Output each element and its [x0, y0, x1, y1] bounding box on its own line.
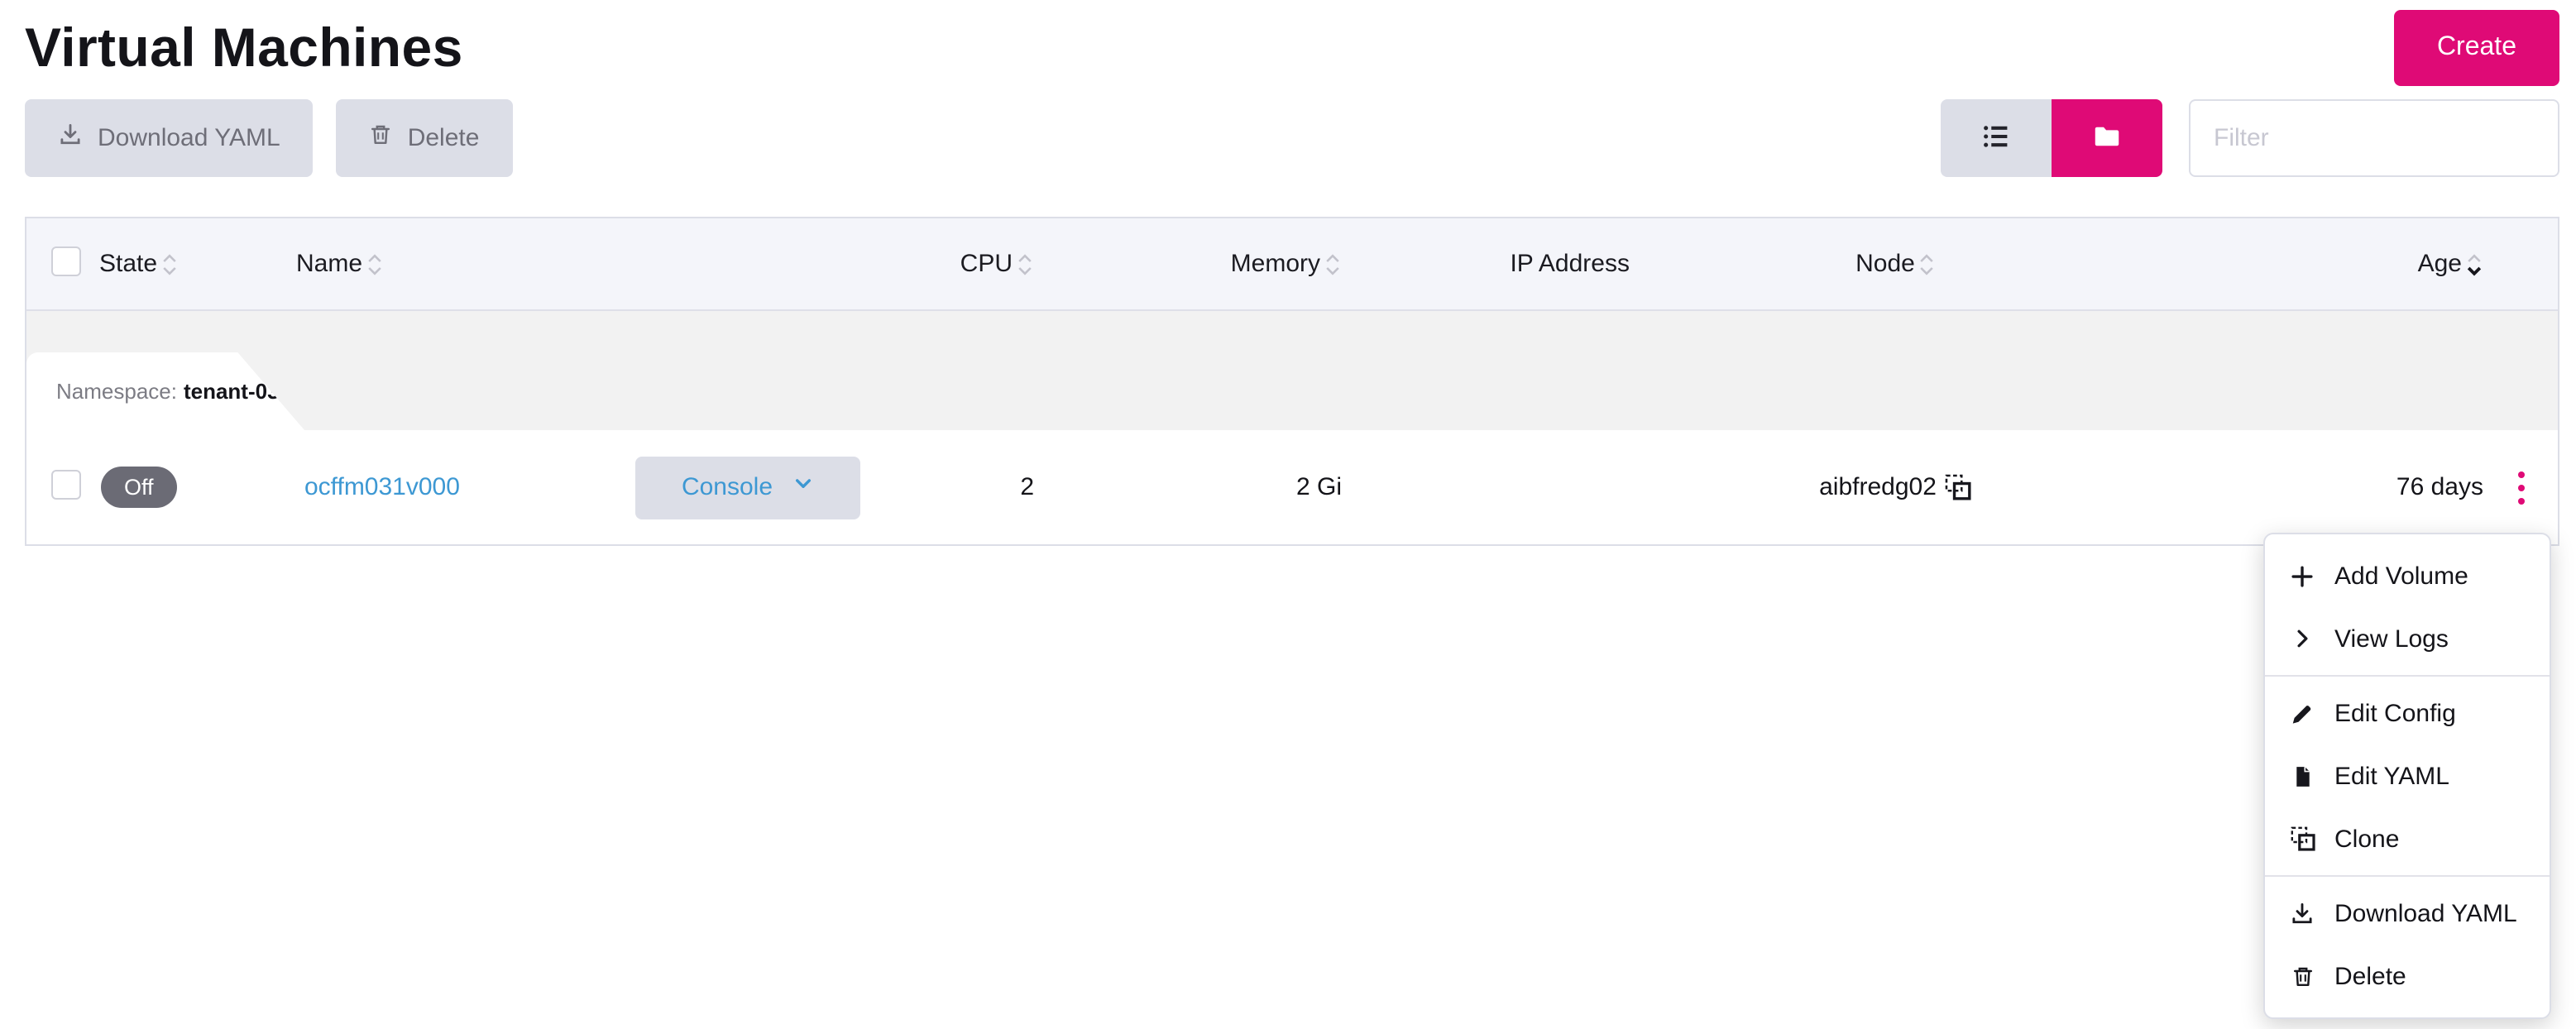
filter-input[interactable]	[2189, 99, 2559, 177]
toolbar: Download YAML Delete	[0, 99, 2576, 177]
row-actions-menu: Add Volume View Logs Edit Config Edit YA…	[2263, 533, 2551, 1019]
column-header-memory[interactable]: Memory	[1230, 250, 1320, 278]
table-row: Off ocffm031v000 Console 2 2 Gi aibfredg…	[26, 430, 2558, 544]
sort-icon[interactable]	[1324, 251, 1342, 277]
namespace-value: tenant-031	[183, 379, 292, 404]
chevron-right-icon	[2288, 627, 2316, 650]
clone-icon	[2288, 826, 2316, 852]
menu-item-label: Delete	[2334, 962, 2406, 990]
menu-divider	[2265, 675, 2550, 677]
delete-selected-button[interactable]: Delete	[336, 99, 513, 177]
menu-item-label: Download YAML	[2334, 899, 2517, 927]
vm-table: State Name CPU Memory IP Address Node Ag…	[25, 217, 2559, 546]
download-yaml-button[interactable]: Download YAML	[25, 99, 314, 177]
column-header-ip-address[interactable]: IP Address	[1510, 250, 1630, 278]
column-header-state[interactable]: State	[99, 250, 158, 278]
column-header-age[interactable]: Age	[2417, 250, 2462, 278]
trash-icon	[2288, 964, 2316, 988]
sort-icon[interactable]	[366, 251, 384, 277]
download-icon	[58, 122, 83, 154]
select-all-checkbox[interactable]	[51, 246, 81, 275]
menu-item-delete[interactable]: Delete	[2265, 945, 2550, 1007]
pencil-icon	[2288, 701, 2316, 725]
list-view-button[interactable]	[1941, 99, 2052, 177]
namespace-label: Namespace:	[56, 379, 177, 404]
sort-icon[interactable]	[1918, 251, 1937, 277]
menu-item-label: Clone	[2334, 825, 2400, 853]
menu-item-label: View Logs	[2334, 625, 2449, 653]
download-yaml-label: Download YAML	[98, 124, 280, 152]
namespace-group-row: Namespace: tenant-031	[26, 311, 2558, 430]
table-tools	[1941, 99, 2559, 177]
menu-item-label: Add Volume	[2334, 562, 2468, 590]
menu-item-add-volume[interactable]: Add Volume	[2265, 544, 2550, 607]
delete-selected-label: Delete	[407, 124, 480, 152]
page-header: Virtual Machines Create	[0, 0, 2576, 86]
menu-item-view-logs[interactable]: View Logs	[2265, 607, 2550, 670]
row-checkbox[interactable]	[51, 469, 81, 499]
console-label: Console	[681, 473, 773, 501]
menu-item-label: Edit Config	[2334, 699, 2456, 727]
copy-icon[interactable]	[1945, 473, 1973, 501]
folder-view-icon	[2093, 122, 2121, 155]
cpu-value: 2	[1020, 473, 1034, 501]
state-badge: Off	[101, 467, 177, 508]
node-value: aibfredg02	[1819, 473, 1937, 501]
trash-icon	[370, 122, 393, 154]
menu-item-edit-config[interactable]: Edit Config	[2265, 682, 2550, 744]
row-actions-kebab-icon[interactable]	[2507, 461, 2534, 514]
plus-icon	[2288, 563, 2316, 588]
sort-icon[interactable]	[1016, 251, 1034, 277]
menu-divider	[2265, 875, 2550, 877]
menu-item-label: Edit YAML	[2334, 762, 2449, 790]
create-button[interactable]: Create	[2393, 10, 2559, 86]
console-button[interactable]: Console	[635, 456, 860, 519]
page-title: Virtual Machines	[25, 17, 463, 79]
chevron-down-icon	[792, 473, 814, 501]
sort-icon[interactable]	[160, 251, 179, 277]
vm-name-link[interactable]: ocffm031v000	[304, 473, 460, 501]
table-header-row: State Name CPU Memory IP Address Node Ag…	[26, 218, 2558, 311]
grouped-view-button[interactable]	[2052, 99, 2162, 177]
sort-icon-active-desc[interactable]	[2465, 251, 2483, 277]
menu-item-download-yaml[interactable]: Download YAML	[2265, 882, 2550, 945]
namespace-tab: Namespace: tenant-031	[26, 352, 304, 430]
column-header-name[interactable]: Name	[296, 250, 363, 278]
column-header-cpu[interactable]: CPU	[960, 250, 1013, 278]
bulk-actions: Download YAML Delete	[25, 99, 513, 177]
download-icon	[2288, 901, 2316, 926]
memory-value: 2 Gi	[1295, 473, 1342, 501]
list-view-icon	[1982, 122, 2010, 155]
menu-item-clone[interactable]: Clone	[2265, 807, 2550, 870]
age-value: 76 days	[2396, 473, 2483, 501]
menu-item-edit-yaml[interactable]: Edit YAML	[2265, 744, 2550, 807]
column-header-node[interactable]: Node	[1855, 250, 1915, 278]
view-toggle	[1941, 99, 2162, 177]
file-icon	[2288, 763, 2316, 788]
